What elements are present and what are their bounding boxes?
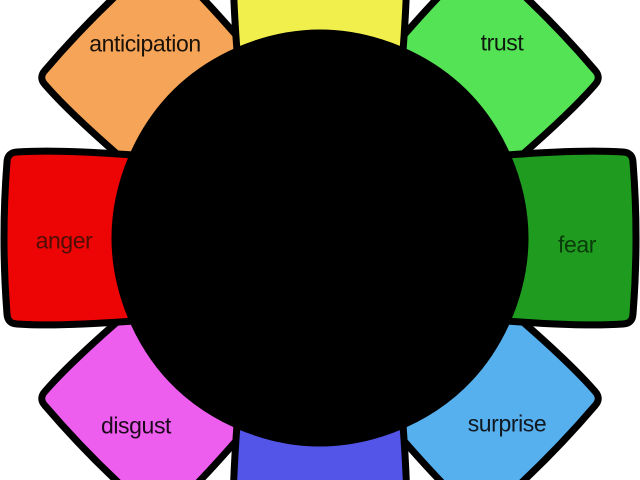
label-anticipation: anticipation	[89, 30, 201, 57]
label-fear: fear	[557, 231, 597, 258]
label-surprise: surprise	[467, 410, 547, 437]
center-circle	[115, 33, 525, 443]
label-trust: trust	[480, 29, 524, 56]
emotion-wheel	[4, 0, 636, 480]
label-disgust: disgust	[100, 412, 172, 439]
label-anger: anger	[35, 227, 93, 254]
